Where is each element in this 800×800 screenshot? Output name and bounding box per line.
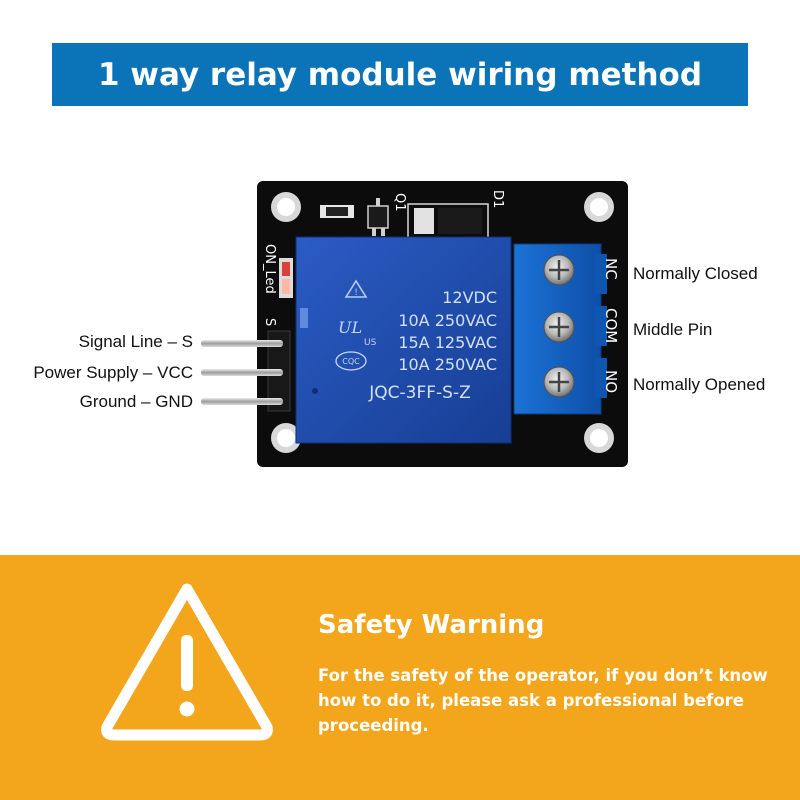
silk-led: ON_Led (262, 244, 277, 294)
mounting-hole (584, 192, 614, 222)
pin-label-vcc: Power Supply – VCC (33, 363, 193, 382)
header-pin (201, 369, 283, 376)
cqc-mark: CQC (342, 357, 360, 366)
terminal-label-com: Middle Pin (633, 320, 713, 339)
title-banner: 1 way relay module wiring method (52, 43, 748, 106)
pin-label-gnd: Ground – GND (79, 392, 193, 411)
page-title: 1 way relay module wiring method (97, 56, 703, 93)
mounting-hole (271, 192, 301, 222)
diode-d1 (407, 203, 489, 239)
terminal-label-nc: Normally Closed (633, 264, 758, 283)
silk-nc: NC (602, 258, 620, 280)
silk-d1: D1 (490, 190, 505, 208)
relay-model: JQC-3FF-S-Z (368, 383, 470, 403)
pin-label-signal: Signal Line – S (78, 332, 193, 351)
relay-module-diagram: Q1 D1 ON_Led S ! UL US CQC 12VDC 10A 250… (201, 181, 628, 467)
relay-rating-2: 10A 250VAC (398, 311, 497, 330)
mounting-hole (271, 423, 301, 453)
screw-no (543, 366, 575, 398)
screw-nc (543, 254, 575, 286)
safety-warning-panel: Safety Warning For the safety of the ope… (0, 555, 800, 800)
terminal-label-no: Normally Opened (633, 375, 766, 394)
warning-title: Safety Warning (318, 610, 545, 640)
header-pin (201, 398, 283, 405)
smd-resistor (320, 205, 354, 218)
relay-rating-4: 10A 250VAC (398, 355, 497, 374)
relay-body: ! UL US CQC 12VDC 10A 250VAC 15A 125VAC … (295, 236, 512, 444)
silk-s: S (262, 318, 277, 326)
transistor-q1 (367, 198, 389, 236)
ul-mark: UL (338, 318, 362, 337)
silk-com: COM (602, 308, 620, 343)
warning-triangle-icon (101, 583, 273, 741)
screw-com (543, 311, 575, 343)
relay-rating-1: 12VDC (442, 288, 497, 307)
relay-rating-3: 15A 125VAC (398, 333, 497, 352)
header-pin (201, 340, 283, 347)
status-led (279, 258, 293, 298)
svg-text:!: ! (354, 288, 358, 298)
silk-q1: Q1 (392, 193, 407, 212)
mounting-hole (584, 423, 614, 453)
us-mark: US (364, 338, 377, 348)
silk-no: NO (602, 370, 620, 393)
warning-text: For the safety of the operator, if you d… (318, 666, 768, 735)
